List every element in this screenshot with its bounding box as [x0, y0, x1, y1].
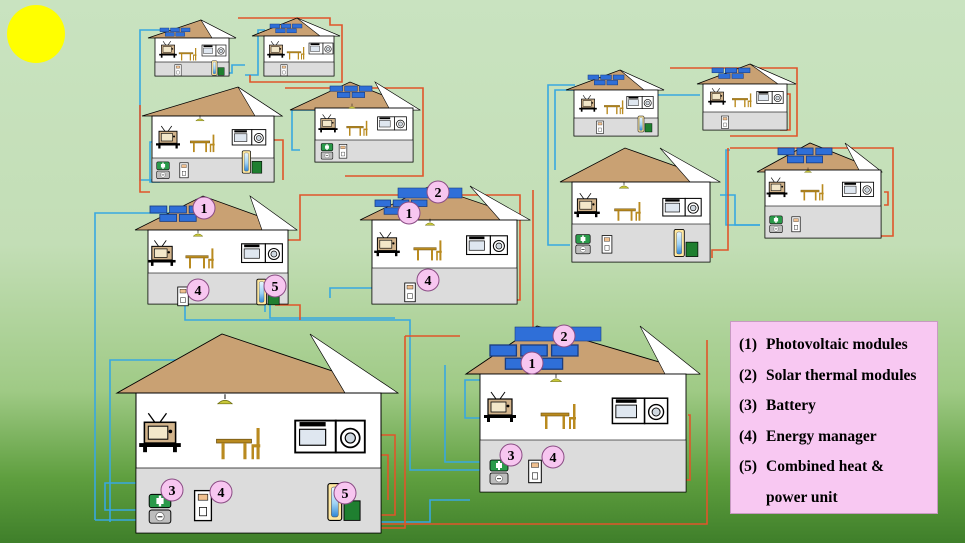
svg-text:2: 2: [435, 186, 442, 201]
svg-text:3: 3: [169, 484, 176, 499]
badge-chp-house-e: 5: [263, 274, 287, 298]
legend-item-chp-continuation: power unit: [766, 488, 838, 506]
house-d: [289, 81, 422, 163]
svg-text:3: 3: [508, 449, 515, 464]
house-g: [115, 333, 400, 534]
legend-item-chp: (5)Combined heat &: [739, 458, 884, 475]
svg-text:1: 1: [201, 202, 208, 217]
badge-energy-manager-house-h: 4: [541, 445, 565, 469]
house-f: [359, 185, 532, 305]
badge-chp-house-g: 5: [333, 481, 357, 505]
svg-text:4: 4: [195, 284, 202, 299]
house-h: [464, 325, 701, 493]
legend-item-solar-thermal: (2)Solar thermal modules: [739, 366, 917, 384]
svg-text:4: 4: [550, 451, 557, 466]
svg-text:5: 5: [272, 280, 279, 295]
badge-pv-house-h: 1: [520, 351, 544, 375]
badge-battery-house-h: 3: [499, 443, 523, 467]
house-k: [559, 147, 722, 263]
house-c: [141, 86, 284, 183]
badge-energy-manager-house-e: 4: [186, 278, 210, 302]
house-a: [147, 19, 237, 77]
legend-item-battery: (3)Battery: [739, 397, 816, 414]
legend-item-energy-manager: (4)Energy manager: [739, 427, 877, 445]
badge-battery-house-g: 3: [160, 478, 184, 502]
sun-icon: [7, 5, 65, 63]
house-l: [756, 142, 883, 239]
badge-solar-thermal-house-h: 2: [552, 324, 576, 348]
house-b: [251, 17, 341, 77]
legend-item-pv: (1)Photovoltaic modules: [739, 336, 908, 353]
svg-text:5: 5: [342, 487, 349, 502]
svg-text:2: 2: [561, 330, 568, 345]
badge-pv-house-f: 1: [397, 201, 421, 225]
svg-text:4: 4: [425, 274, 432, 289]
svg-text:1: 1: [529, 357, 536, 372]
svg-text:4: 4: [218, 486, 225, 501]
house-i: [565, 69, 665, 137]
badge-solar-thermal-house-f: 2: [426, 180, 450, 204]
house-e: [134, 195, 298, 307]
badge-energy-manager-house-g: 4: [209, 480, 233, 504]
house-j: [696, 63, 797, 131]
svg-text:1: 1: [406, 207, 413, 222]
badge-energy-manager-house-f: 4: [416, 268, 440, 292]
badge-pv-house-e: 1: [192, 196, 216, 220]
legend: (1)Photovoltaic modules (2)Solar thermal…: [730, 321, 938, 514]
